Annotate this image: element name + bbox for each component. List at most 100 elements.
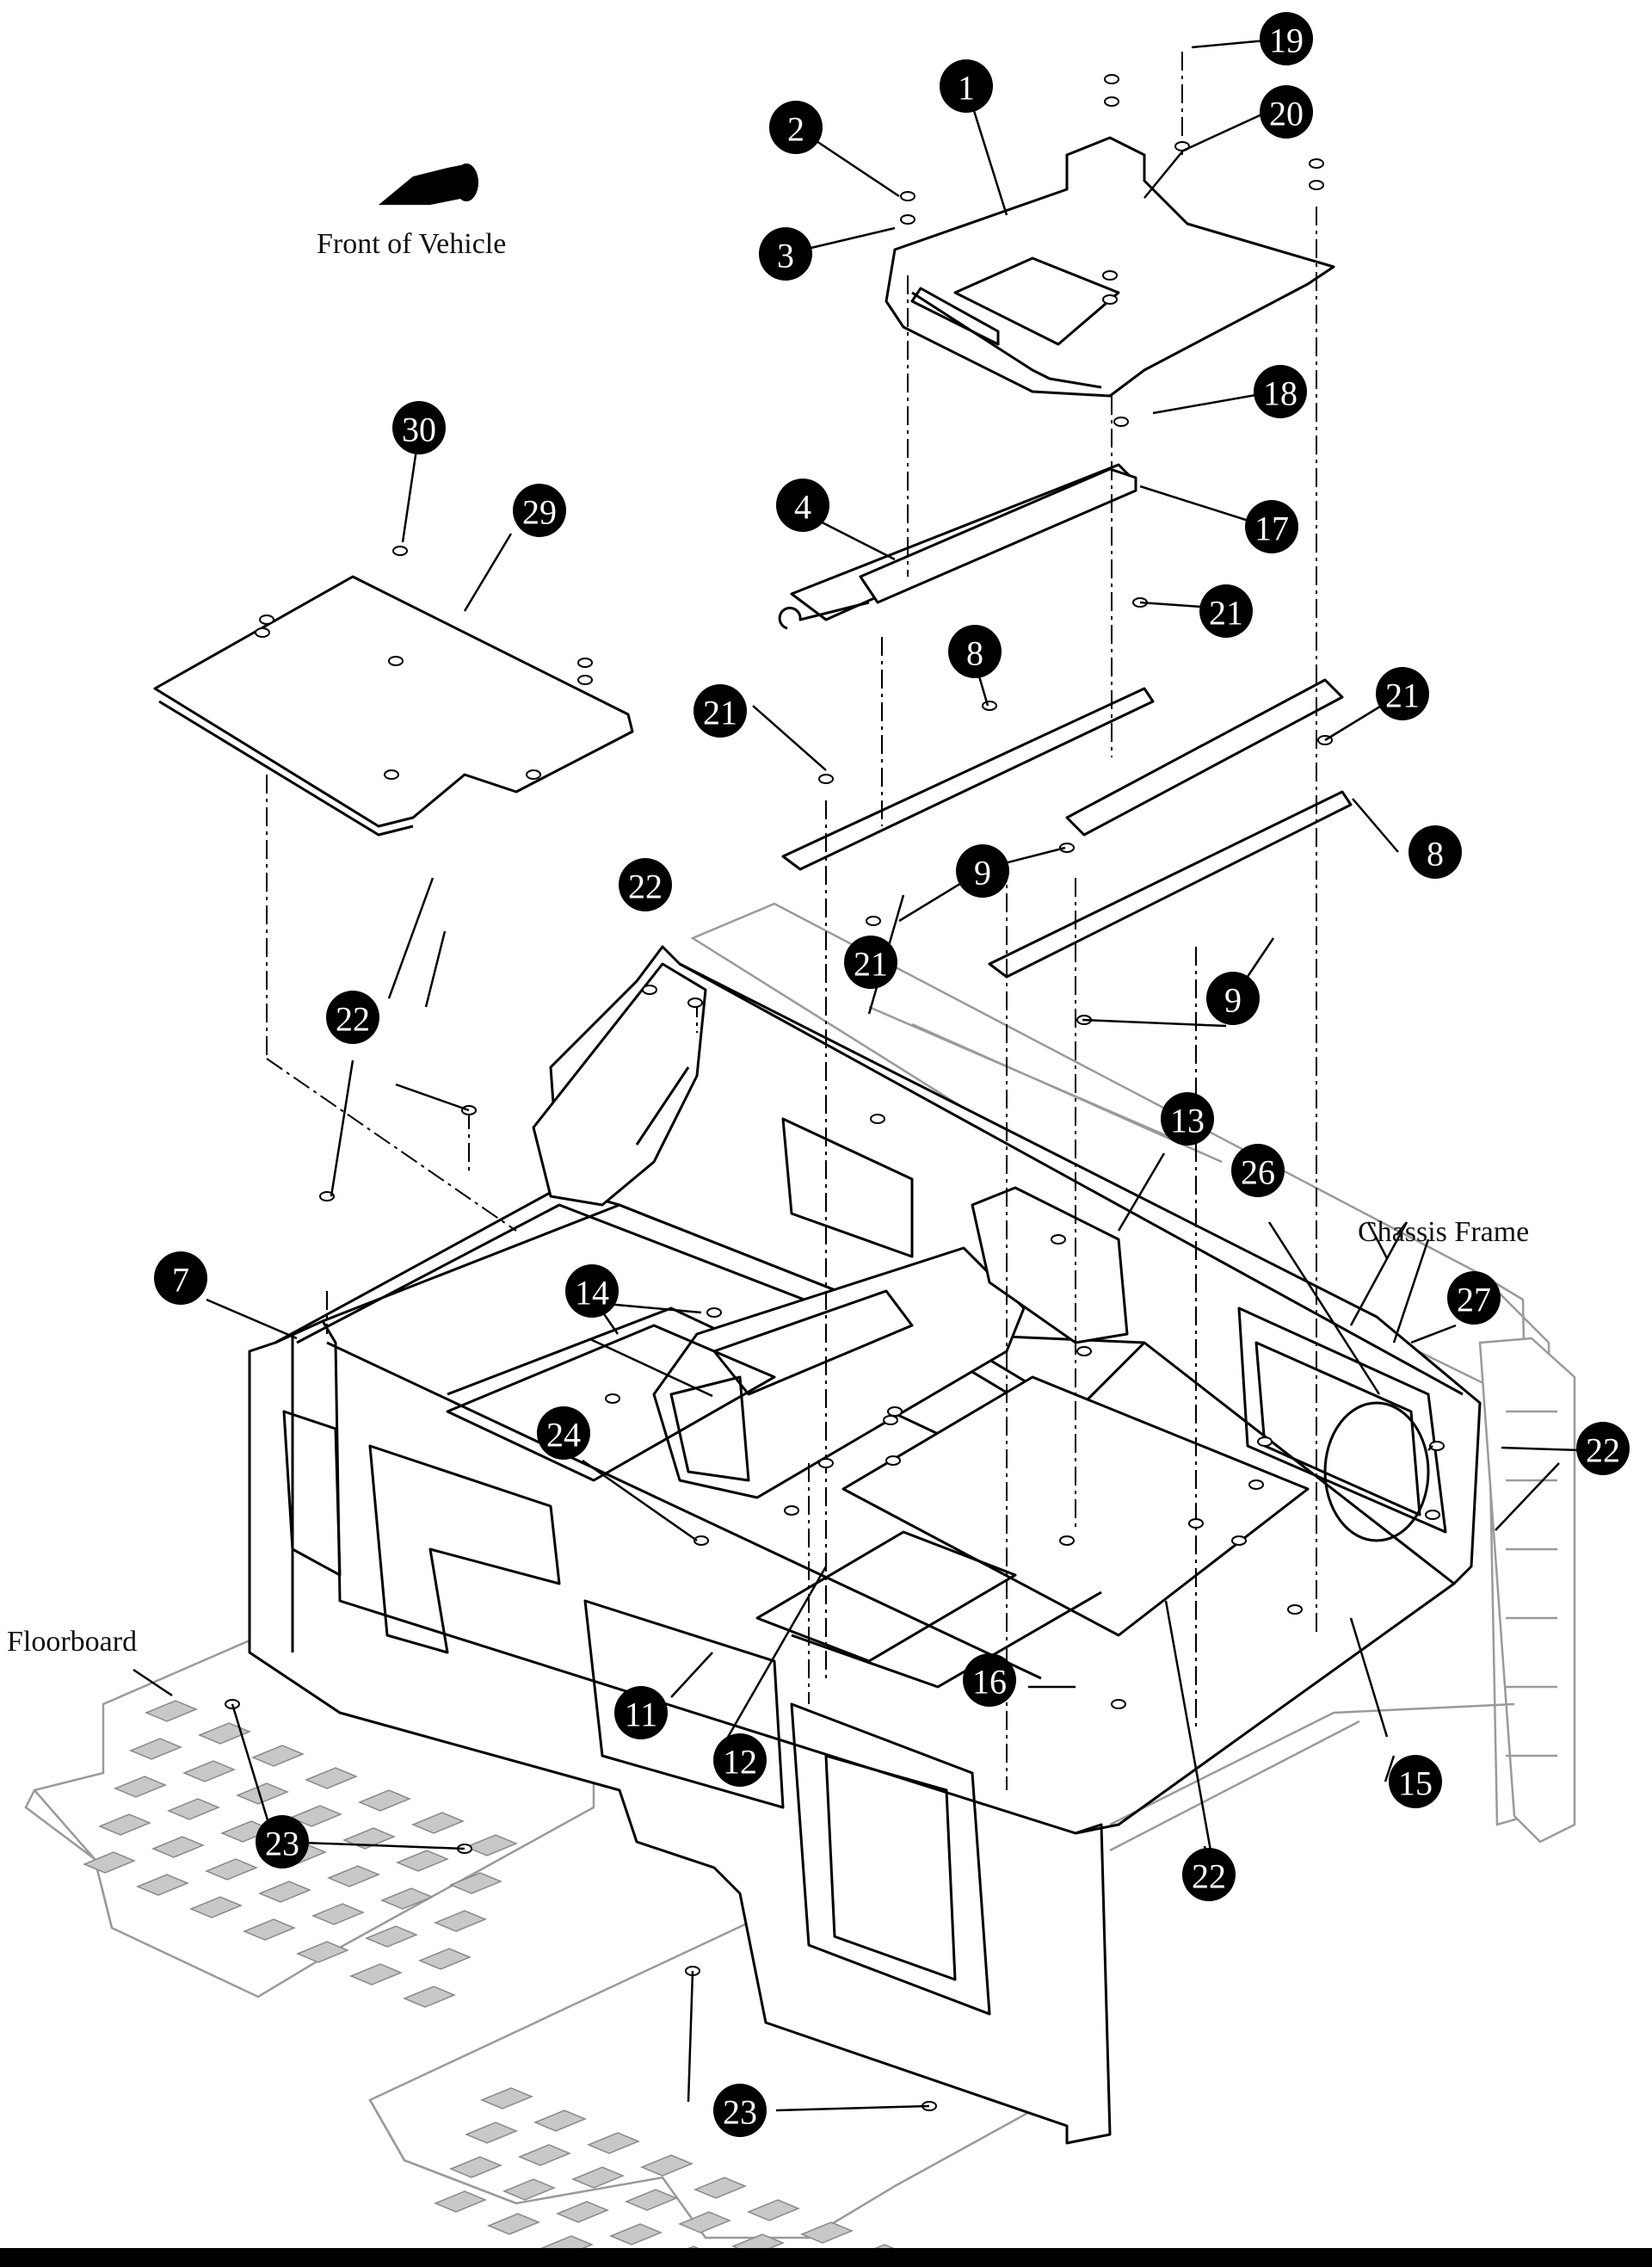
fastener-48 [1287, 1604, 1303, 1615]
fastener-43 [1425, 1510, 1440, 1520]
tread-pad [800, 2221, 854, 2244]
callout-number: 26 [1241, 1153, 1275, 1192]
callout-c8b: 8 [1409, 825, 1462, 879]
fastener-27 [642, 985, 657, 995]
callout-c2: 2 [769, 101, 823, 154]
seat-rails [778, 463, 1353, 979]
callout-number: 23 [265, 1825, 299, 1863]
assembly-lines [266, 52, 1317, 1790]
callout-circle [948, 625, 1002, 678]
fastener-28 [687, 998, 703, 1008]
callout-circle [326, 991, 379, 1044]
tread-pad [311, 1903, 365, 1925]
tread-pad [625, 2189, 678, 2211]
fastener-15 [577, 675, 593, 685]
tread-pad [289, 1805, 342, 1827]
fastener-29 [870, 1114, 885, 1124]
fastener-22 [982, 701, 997, 711]
callout-number: 24 [546, 1416, 581, 1455]
tread-pad [396, 1850, 449, 1872]
tread-pad [502, 2178, 556, 2201]
callout-number: 1 [958, 69, 975, 108]
callout-circle [1206, 972, 1260, 1025]
tread-pad [418, 1948, 472, 1970]
fastener-21 [1059, 843, 1075, 853]
tread-pad [449, 2156, 502, 2178]
callout-number: 9 [1224, 981, 1242, 1020]
fastener-33 [1076, 1346, 1092, 1356]
callout-number: 14 [575, 1274, 609, 1313]
fastener-47 [1111, 1699, 1126, 1709]
fastener-41 [1248, 1479, 1264, 1490]
callout-c4: 4 [776, 479, 829, 532]
callout-number: 9 [974, 854, 991, 893]
callout-circle [1576, 1422, 1630, 1475]
tread-pad [449, 1872, 502, 1894]
callout-circle [940, 59, 993, 113]
callout-c9a: 9 [956, 844, 1009, 898]
tread-pad [609, 2223, 663, 2245]
tread-pad [189, 1896, 243, 1918]
callout-c8a: 8 [948, 625, 1002, 678]
callout-c14: 14 [565, 1264, 619, 1318]
fastener-5 [1309, 180, 1324, 190]
callout-circle [1161, 1092, 1214, 1146]
front-of-vehicle-label: Front of Vehicle [317, 228, 506, 260]
fastener-46 [883, 1415, 898, 1425]
callout-number: 16 [972, 1663, 1007, 1702]
tread-pad [205, 1858, 258, 1881]
callout-number: 22 [1586, 1431, 1620, 1470]
tread-pad [151, 1836, 205, 1858]
callout-number: 22 [1192, 1857, 1226, 1896]
callout-c24: 24 [537, 1406, 590, 1460]
callout-number: 12 [723, 1743, 757, 1782]
callout-circle [537, 1406, 590, 1460]
callout-number: 21 [1209, 594, 1243, 633]
callout-circle [392, 401, 446, 454]
callout-c1: 1 [940, 59, 993, 113]
fastener-3 [1104, 96, 1119, 107]
tread-pad [349, 1963, 403, 1986]
callout-circle [1389, 1755, 1442, 1808]
callout-c22a: 22 [619, 858, 672, 911]
callout-circle [1199, 584, 1253, 638]
callout-circle [256, 1815, 309, 1869]
callout-circle [713, 1733, 767, 1787]
tread-pad [571, 2166, 625, 2189]
tread-pad [434, 2190, 487, 2213]
callout-circle [1245, 500, 1298, 553]
callout-c3: 3 [759, 227, 812, 281]
callout-number: 30 [402, 411, 436, 449]
tread-pad [403, 1986, 456, 2008]
callout-c21c: 21 [1376, 667, 1429, 720]
tread-pad [167, 1798, 220, 1820]
callout-number: 29 [522, 493, 557, 532]
callout-circle [1254, 365, 1307, 418]
callout-number: 23 [723, 2093, 757, 2132]
callout-number: 15 [1398, 1764, 1433, 1803]
callout-number: 18 [1263, 374, 1298, 413]
fastener-14 [577, 658, 593, 668]
tread-pad [518, 2144, 571, 2166]
tread-pad [678, 2211, 731, 2233]
fastener-11 [259, 615, 274, 625]
tread-pad [434, 1910, 487, 1932]
tread-pad [243, 1918, 296, 1941]
fastener-30 [1051, 1234, 1066, 1245]
fastener-31 [706, 1307, 722, 1318]
callout-number: 2 [787, 110, 804, 149]
callout-circle [713, 2084, 767, 2137]
tread-pad [358, 1789, 411, 1812]
tread-pad [182, 1760, 236, 1782]
callout-number: 21 [854, 945, 888, 984]
fastener-35 [818, 1458, 834, 1468]
front-arrow-icon [379, 164, 478, 205]
callout-circle [619, 858, 672, 911]
tread-pad [114, 1776, 167, 1798]
tread-pad [465, 1834, 518, 1856]
fastener-40 [1257, 1436, 1273, 1447]
tread-pad [640, 2154, 693, 2177]
callout-number: 7 [172, 1261, 189, 1300]
callout-circle [1260, 12, 1313, 65]
callout-circle [154, 1251, 207, 1305]
